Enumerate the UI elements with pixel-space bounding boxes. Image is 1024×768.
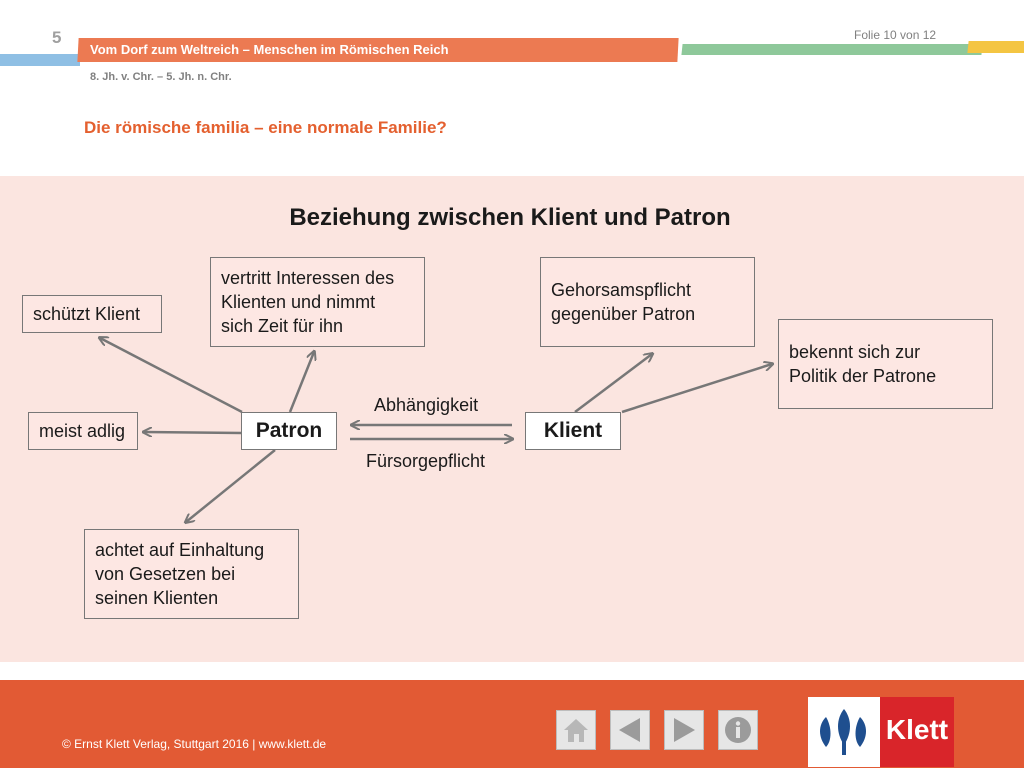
laws-line-3: seinen Klienten <box>95 588 219 608</box>
box-noble: meist adlig <box>28 412 138 450</box>
arrow-to-protects <box>100 338 243 414</box>
klett-logo-text: Klett <box>885 714 949 745</box>
box-represents-interests: vertritt Interessen des Klienten und nim… <box>210 257 425 347</box>
box-protects-client: schützt Klient <box>22 295 162 333</box>
represents-line-2: Klienten und nimmt <box>221 292 376 312</box>
home-icon <box>564 719 588 742</box>
klett-logo-red <box>880 697 954 767</box>
box-patron: Patron <box>241 412 337 450</box>
politics-line-2: Politik der Patrone <box>789 366 937 386</box>
box-politics-text: bekennt sich zur Politik der Patrone <box>789 340 936 388</box>
chapter-number: 5 <box>52 28 62 47</box>
box-noble-text: meist adlig <box>39 421 126 441</box>
politics-line-1: bekennt sich zur <box>789 342 921 362</box>
laws-line-1: achtet auf Einhaltung <box>95 540 265 560</box>
arrow-to-represents <box>288 352 314 413</box>
represents-line-1: vertritt Interessen des <box>221 268 395 288</box>
box-obedience-text: Gehorsamspflicht gegenüber Patron <box>551 278 695 326</box>
diagram-title: Beziehung zwischen Klient und Patron <box>289 204 731 231</box>
klett-leaf-icon <box>820 709 866 755</box>
arrow-to-laws <box>186 449 276 522</box>
blue-stripe <box>0 54 80 66</box>
label-dependency: Abhängigkeit <box>374 395 479 415</box>
arrow-to-politics <box>621 364 772 414</box>
next-icon <box>674 718 695 742</box>
home-button[interactable] <box>556 710 596 750</box>
info-button[interactable] <box>718 710 758 750</box>
box-laws-text: achtet auf Einhaltung von Gesetzen bei s… <box>95 538 264 610</box>
box-obedience: Gehorsamspflicht gegenüber Patron <box>540 257 755 347</box>
arrow-to-obedience <box>574 354 652 413</box>
next-button[interactable] <box>664 710 704 750</box>
previous-button[interactable] <box>610 710 650 750</box>
laws-line-2: von Gesetzen bei <box>95 564 236 584</box>
box-klient: Klient <box>525 412 621 450</box>
box-protects-text: schützt Klient <box>33 304 141 324</box>
arrow-to-noble <box>144 432 243 433</box>
klient-label: Klient <box>543 419 603 442</box>
slide-subtitle: Die römische familia – eine normale Fami… <box>84 118 447 137</box>
label-care-duty: Fürsorgepflicht <box>366 451 486 471</box>
period-label: 8. Jh. v. Chr. – 5. Jh. n. Chr. <box>90 71 232 83</box>
box-laws: achtet auf Einhaltung von Gesetzen bei s… <box>84 529 299 619</box>
box-politics: bekennt sich zur Politik der Patrone <box>778 319 993 409</box>
info-icon <box>725 717 751 743</box>
copyright: © Ernst Klett Verlag, Stuttgart 2016 | w… <box>62 737 327 751</box>
previous-icon <box>619 718 640 742</box>
represents-line-3: sich Zeit für ihn <box>221 316 344 336</box>
box-represents-text: vertritt Interessen des Klienten und nim… <box>221 266 394 338</box>
obedience-line-2: gegenüber Patron <box>551 304 696 324</box>
banner-title: Vom Dorf zum Weltreich – Menschen im Röm… <box>90 42 449 57</box>
patron-label: Patron <box>255 419 323 442</box>
obedience-line-1: Gehorsamspflicht <box>551 280 692 300</box>
slide-counter: Folie 10 von 12 <box>854 28 937 42</box>
